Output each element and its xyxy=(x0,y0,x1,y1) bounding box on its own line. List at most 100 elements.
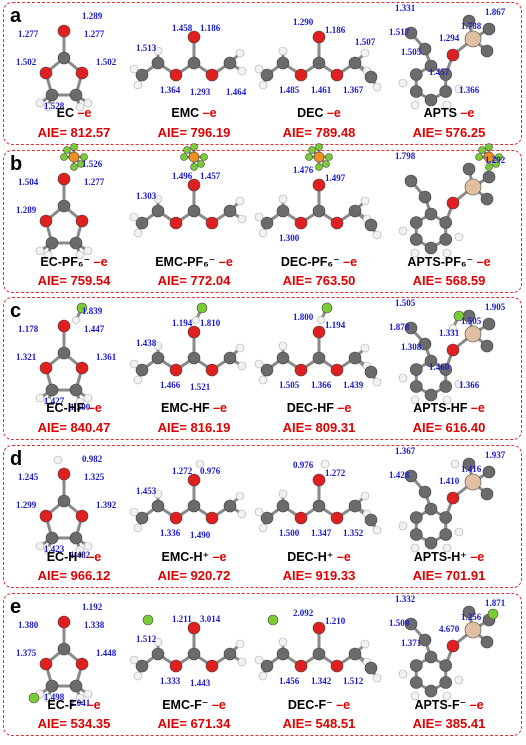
bond-length-label: 1.272 xyxy=(172,466,193,476)
atom-c xyxy=(409,85,423,98)
molecule-name: DEC-PF₆⁻ –e xyxy=(259,254,379,269)
atom-h xyxy=(133,375,143,385)
bond-length-label: 1.277 xyxy=(84,29,105,39)
atom-h xyxy=(442,248,452,258)
bond-length-label: 1.294 xyxy=(439,33,460,43)
molecule-name: APTS-HF –e xyxy=(389,401,509,415)
atom-o xyxy=(446,196,460,210)
aie-value: AIE= 812.57 xyxy=(37,125,111,140)
bond-length-label: 1.331 xyxy=(395,3,416,13)
molecule-structure xyxy=(254,143,382,240)
atom-c xyxy=(260,216,274,230)
bond-length-label: 1.512 xyxy=(343,676,364,686)
molecule-name-text: EC-H⁺ xyxy=(46,550,84,564)
atom-h xyxy=(254,655,264,665)
atom-c xyxy=(260,659,274,673)
atom-c xyxy=(151,647,165,661)
atom-f xyxy=(196,302,208,314)
bond-length-label: 1.325 xyxy=(84,472,105,482)
molecule-structure xyxy=(35,143,93,260)
atom-c xyxy=(135,363,149,377)
atom-c xyxy=(69,679,83,693)
molecule-name: EC-H⁺ –e xyxy=(14,549,134,564)
bond-length-label: 1.211 xyxy=(172,614,192,624)
atom-f xyxy=(321,302,333,314)
atom-c xyxy=(418,485,432,499)
atom-o xyxy=(446,343,460,357)
molecule-structure xyxy=(398,309,496,405)
bond-length-label: 1.448 xyxy=(96,648,117,658)
atom-h xyxy=(195,459,205,469)
atom-si xyxy=(464,473,482,491)
electron-suffix: –e xyxy=(199,106,217,120)
atom-o xyxy=(330,68,344,82)
molecule-name-text: EMC-F⁻ xyxy=(162,698,209,712)
bond-length-label: 1.321 xyxy=(16,352,37,362)
atom-c xyxy=(276,499,290,513)
bond-length-label: 1.367 xyxy=(343,85,364,95)
atom-c xyxy=(57,642,71,656)
molecule-structure xyxy=(129,143,247,238)
bond-length-label: 1.277 xyxy=(84,177,105,187)
molecule-structure xyxy=(129,614,247,681)
atom-c xyxy=(418,42,432,56)
aie-value: AIE= 616.40 xyxy=(412,420,486,435)
atom-c xyxy=(462,162,476,176)
atom-o xyxy=(39,657,53,671)
atom-o xyxy=(205,363,219,377)
bond-length-label: 1.299 xyxy=(16,500,37,510)
atom-f xyxy=(322,160,330,168)
atom-c xyxy=(276,56,290,70)
atom-o xyxy=(169,511,183,525)
electron-suffix: –e xyxy=(466,698,484,712)
atom-h xyxy=(35,246,45,256)
atom-c xyxy=(223,204,237,218)
molecule-name: APTS-F⁻ –e xyxy=(389,697,509,712)
atom-h xyxy=(360,491,370,501)
molecule-name-text: APTS-PF₆⁻ xyxy=(407,255,474,269)
bond-length-label: 1.303 xyxy=(136,191,157,201)
bond-length-label: 1.293 xyxy=(190,87,211,97)
atom-o xyxy=(75,214,89,228)
atom-f xyxy=(28,692,40,704)
atom-o xyxy=(330,511,344,525)
bond-length-label: 1.447 xyxy=(84,324,105,334)
bond-length-label: 1.367 xyxy=(395,446,416,456)
bond-length-label: 1.392 xyxy=(96,500,117,510)
molecule-name: APTS-PF₆⁻ –e xyxy=(389,254,509,269)
molecule-name: EMC-H⁺ –e xyxy=(134,549,254,564)
molecule-name: EMC –e xyxy=(134,106,254,120)
atom-o xyxy=(446,639,460,653)
atom-c xyxy=(424,59,438,73)
atom-c xyxy=(462,14,476,28)
aie-value: AIE= 919.33 xyxy=(282,568,356,583)
atom-f xyxy=(485,143,493,151)
atom-h xyxy=(83,98,93,108)
atom-c xyxy=(69,88,83,102)
bond-length-label: 1.937 xyxy=(485,450,506,460)
atom-c xyxy=(482,22,496,36)
atom-c xyxy=(57,199,71,213)
molecule-name-text: EC-F⁻ xyxy=(47,698,84,712)
atom-h xyxy=(372,230,382,240)
atom-c xyxy=(409,68,423,81)
panel-label: e xyxy=(10,596,22,618)
molecule-name: DEC –e xyxy=(259,106,379,120)
bond-length-label: 1.375 xyxy=(16,648,37,658)
atom-p xyxy=(313,151,325,163)
atom-f xyxy=(200,153,208,161)
bond-length-label: 1.416 xyxy=(461,464,482,474)
atom-c xyxy=(276,204,290,218)
aie-value: AIE= 809.31 xyxy=(282,420,356,435)
atom-h xyxy=(75,397,85,407)
bond-length-label: 1.500 xyxy=(70,402,91,412)
bond-length-label: 1.333 xyxy=(160,676,181,686)
atom-f xyxy=(487,608,499,620)
electron-suffix: –e xyxy=(84,401,102,415)
bond-length-label: 1.352 xyxy=(343,528,364,538)
atom-c xyxy=(480,635,494,649)
bond-length-label: 1.410 xyxy=(439,476,460,486)
bond-length-label: 1.186 xyxy=(325,25,346,35)
